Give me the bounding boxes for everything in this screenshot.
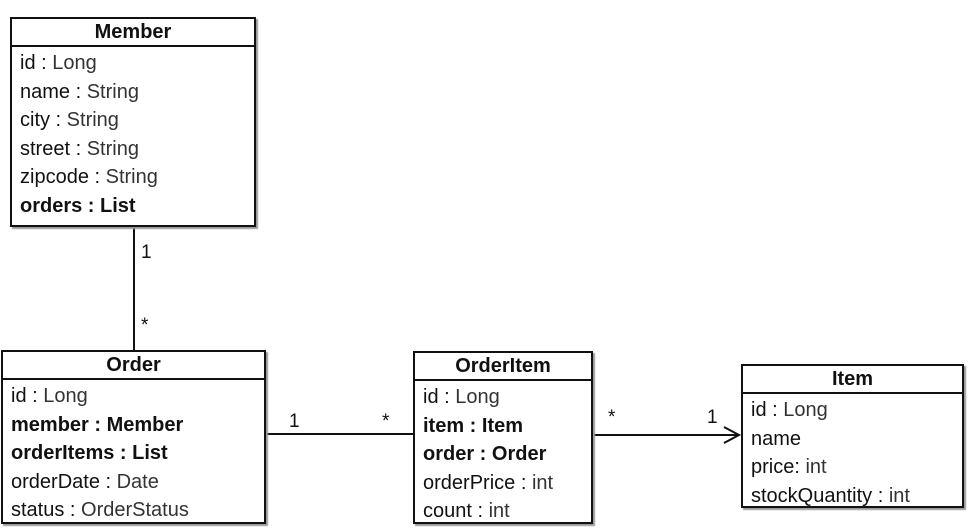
attribute-zipcode: zipcode : String [20, 163, 254, 192]
class-name: OrderItem [415, 353, 591, 381]
navigability-arrow-icon [723, 426, 742, 444]
attribute-name: city [20, 109, 50, 131]
attribute-separator: : [70, 137, 87, 160]
attribute-orderprice: orderPrice : int [423, 469, 591, 498]
attribute-name: count [423, 500, 472, 522]
attribute-member: member : Member [11, 411, 264, 440]
attribute-name: price [751, 456, 795, 478]
attribute-price: price: int [751, 453, 962, 482]
attribute-id: id : Long [751, 396, 962, 425]
attribute-name: name [751, 425, 962, 454]
attribute-id: id : Long [20, 49, 254, 78]
attribute-type: String [105, 166, 158, 188]
attribute-name: name : String [20, 78, 254, 107]
attribute-type: Order [491, 443, 547, 465]
attribute-separator: : [35, 52, 53, 74]
attribute-order: order : Order [423, 440, 591, 469]
attribute-type: List [132, 442, 168, 464]
attribute-name: member [11, 413, 89, 436]
attribute-separator: : [464, 414, 482, 437]
attribute-separator: : [70, 80, 87, 103]
attribute-type: int [531, 471, 554, 494]
multiplicity-member-end: 1 [141, 242, 152, 263]
attribute-type: String [86, 137, 139, 160]
attribute-id: id : Long [11, 382, 264, 411]
attribute-separator: : [82, 194, 101, 217]
attribute-separator: : [99, 470, 117, 493]
attribute-separator: : [26, 385, 44, 407]
attribute-separator: : [766, 399, 784, 421]
attribute-id: id : Long [423, 383, 591, 412]
attribute-name: orderDate [11, 470, 100, 493]
attribute-type: int [488, 500, 510, 522]
multiplicity-order-end: * [141, 315, 149, 336]
attribute-name: orders [20, 194, 83, 217]
attribute-separator: : [114, 442, 133, 464]
multiplicity-orderitem-end: * [608, 407, 616, 428]
attribute-type: Member [106, 413, 184, 436]
attribute-separator: : [515, 471, 532, 494]
multiplicity-order-side: 1 [289, 411, 300, 432]
attribute-separator: : [64, 499, 82, 521]
attribute-type: int [888, 484, 910, 507]
attribute-type: List [100, 194, 136, 217]
attribute-stockquantity: stockQuantity : int [751, 482, 962, 511]
attribute-separator: : [474, 443, 492, 465]
attribute-separator: : [471, 500, 489, 522]
attribute-separator: : [50, 109, 67, 131]
attribute-name: stockQuantity [751, 484, 873, 507]
attribute-name: name [751, 427, 802, 450]
attribute-type: String [66, 109, 119, 131]
attribute-orderdate: orderDate : Date [11, 468, 264, 497]
attribute-type: Long [455, 386, 500, 408]
class-name: Member [12, 19, 254, 47]
attribute-name: name [20, 80, 71, 103]
attribute-name: zipcode [20, 166, 89, 188]
attribute-type: OrderStatus [81, 499, 189, 521]
class-name: Order [3, 352, 264, 380]
attribute-status: status : OrderStatus [11, 496, 264, 525]
attribute-name: orderItems [11, 442, 115, 464]
attribute-type: Long [43, 385, 88, 407]
attribute-name: id [20, 52, 36, 74]
attribute-name: orderPrice [423, 471, 516, 494]
attribute-type: String [86, 80, 139, 103]
attribute-name: id [751, 399, 767, 421]
attribute-name: item [423, 414, 465, 437]
attribute-separator: : [794, 456, 806, 478]
attribute-street: street : String [20, 135, 254, 164]
attribute-separator: : [88, 413, 107, 436]
attribute-type: int [805, 456, 827, 478]
attribute-orders: orders : List [20, 192, 254, 221]
attribute-name: id [423, 386, 439, 408]
class-name: Item [743, 366, 962, 394]
attribute-separator: : [438, 386, 456, 408]
attribute-type: Item [481, 414, 524, 437]
attribute-name: order [423, 443, 475, 465]
attribute-count: count : int [423, 497, 591, 526]
attribute-name: id [11, 385, 27, 407]
attribute-orderitems: orderItems : List [11, 439, 264, 468]
attribute-type: Long [783, 399, 828, 421]
multiplicity-orderitem-side: * [382, 411, 390, 432]
attribute-name: status [11, 499, 65, 521]
attribute-city: city : String [20, 106, 254, 135]
attribute-separator: : [872, 484, 889, 507]
attribute-item: item : Item [423, 412, 591, 441]
attribute-name: street [20, 137, 71, 160]
attribute-type: Date [116, 470, 159, 493]
attribute-separator: : [88, 166, 106, 188]
multiplicity-item-end: 1 [707, 407, 718, 428]
attribute-type: Long [52, 52, 97, 74]
